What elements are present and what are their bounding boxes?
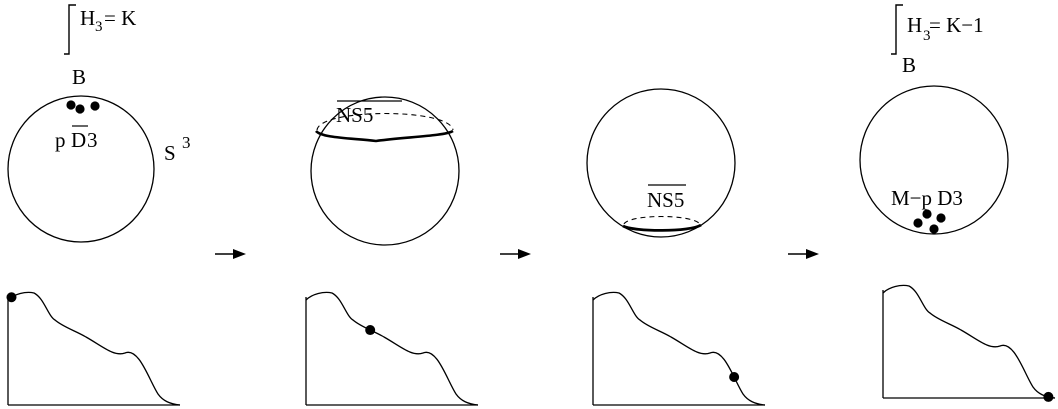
potential-state-dot <box>6 292 17 303</box>
panel-1: H 3 = K B p D 3 S 3 <box>6 4 191 406</box>
flux-cycle-label: B <box>902 53 916 77</box>
d3-brane <box>929 224 939 234</box>
flux-label-value: = K <box>104 6 136 30</box>
s3-sphere <box>859 85 1009 235</box>
ns5-label: NS5 <box>336 103 373 127</box>
panel-4: H 3 = K−1 B M−p D3 <box>859 4 1056 402</box>
transition-arrow-3 <box>788 249 819 259</box>
brane-label-p: p <box>55 128 66 152</box>
potential-state-dot <box>365 325 376 336</box>
ns5-label: NS5 <box>647 188 684 212</box>
ns5-ring-back <box>316 112 454 131</box>
right-arrow-icon <box>233 249 246 259</box>
flux-cycle-label: B <box>72 65 86 89</box>
ns5-ring-front <box>315 129 454 143</box>
flux-label-subscript: 3 <box>95 19 103 35</box>
panel-2: NS5 <box>305 96 479 406</box>
potential-curve <box>7 291 181 406</box>
ns5-ring-back <box>623 215 701 225</box>
potential-plot <box>6 291 181 406</box>
potential-state-dot <box>729 372 740 383</box>
potential-curve <box>592 291 766 406</box>
potential-curve <box>305 291 479 406</box>
sphere-label: S <box>164 141 176 165</box>
brane-label-3: 3 <box>87 128 98 152</box>
flux-label-value: = K−1 <box>929 13 984 37</box>
potential-plot <box>882 284 1056 402</box>
d3-brane <box>913 218 923 228</box>
brane-label-d: D <box>71 128 86 152</box>
d3-brane-label: M−p D3 <box>891 186 963 210</box>
panel-3: NS5 <box>586 88 766 406</box>
flux-label-h: H <box>80 6 95 30</box>
ns5-ring-front <box>622 223 702 232</box>
potential-state-dot <box>1043 391 1054 402</box>
right-arrow-icon <box>518 249 531 259</box>
flux-label-h: H <box>907 13 922 37</box>
potential-curve <box>882 284 1056 399</box>
anti-d3-brane <box>66 100 76 110</box>
right-arrow-icon <box>806 249 819 259</box>
integral-sign-icon <box>64 4 76 55</box>
d3-brane <box>936 213 946 223</box>
transition-arrow-1 <box>215 249 246 259</box>
anti-d3-brane <box>75 104 85 114</box>
flux-label-subscript: 3 <box>923 28 931 44</box>
d3-brane <box>922 209 932 219</box>
potential-plot <box>305 291 479 406</box>
sphere-label-sup: 3 <box>182 133 191 152</box>
s3-sphere <box>7 95 155 243</box>
integral-sign-icon <box>891 4 903 55</box>
s3-sphere <box>586 88 736 238</box>
anti-d3-brane <box>90 101 100 111</box>
s3-sphere <box>310 96 460 246</box>
transition-arrow-2 <box>500 249 531 259</box>
potential-plot <box>592 291 766 406</box>
